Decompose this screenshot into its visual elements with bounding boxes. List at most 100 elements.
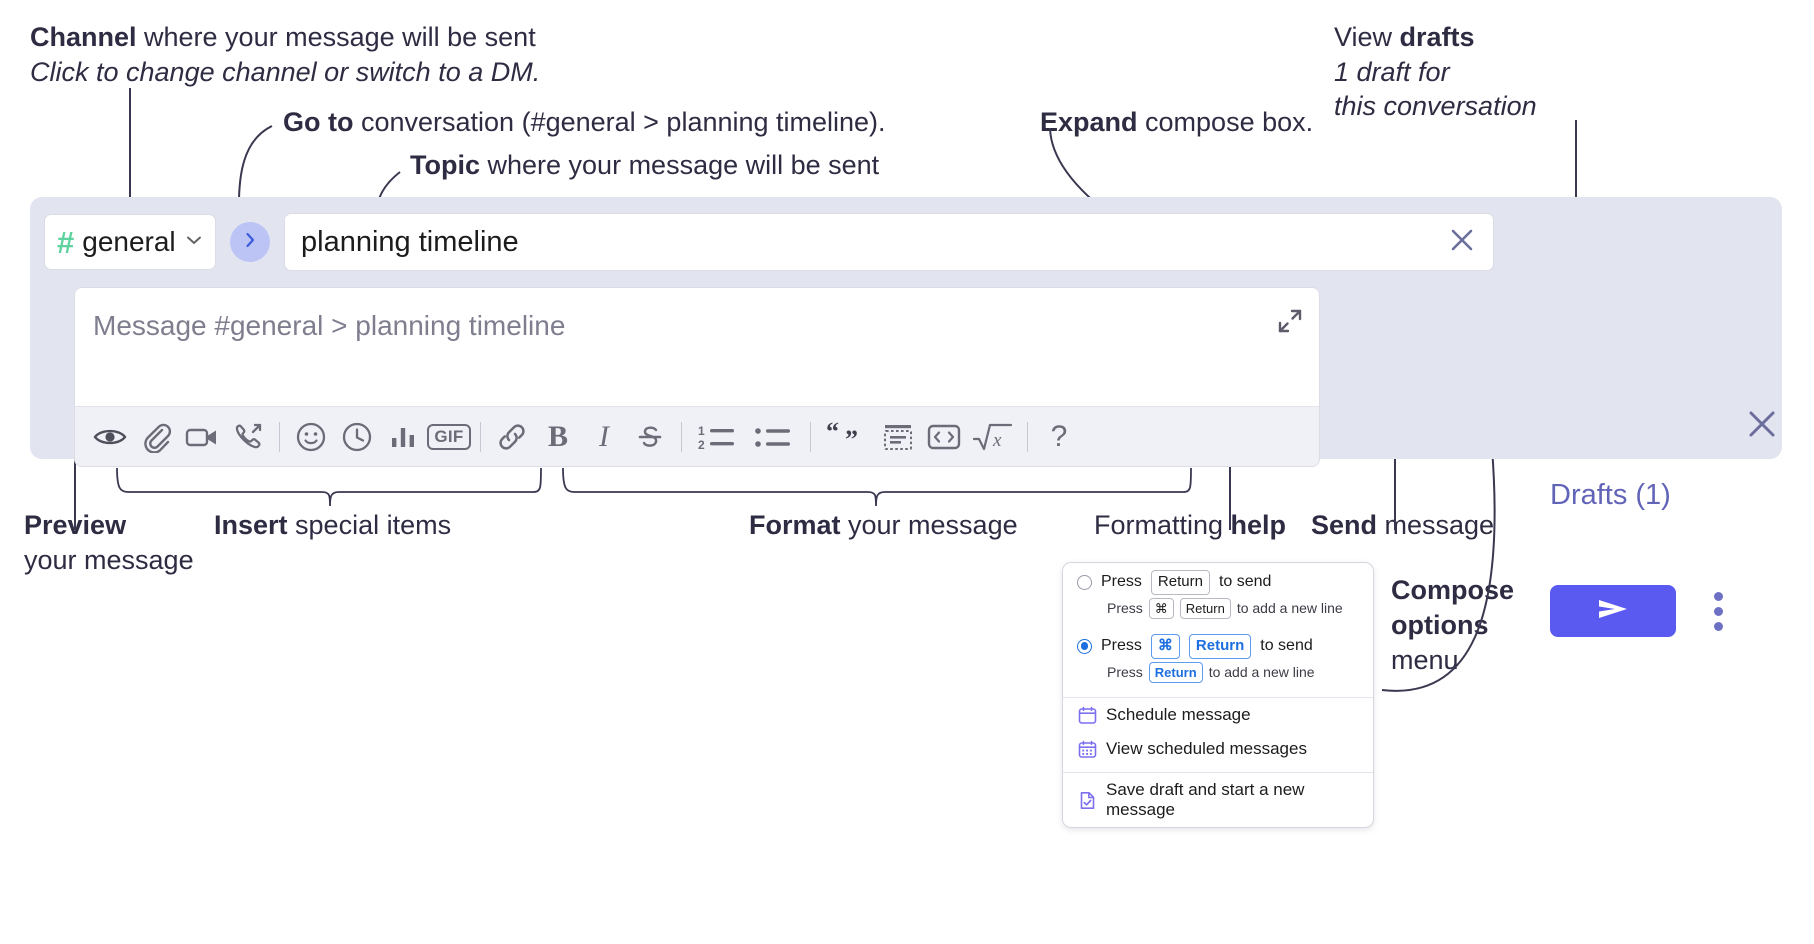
- key-return: Return: [1188, 634, 1252, 659]
- radio-selected-icon[interactable]: [1077, 638, 1092, 654]
- menu-item-label: Schedule message: [1106, 705, 1251, 724]
- annotation-expand: Expand compose box.: [1040, 105, 1313, 140]
- compose-header-row: # general planning timeline: [44, 213, 1494, 271]
- clock-icon[interactable]: [334, 414, 380, 460]
- annotation-channel-bold: Channel: [30, 22, 137, 52]
- send-option-cmd-return[interactable]: Press ⌘ Return to send: [1063, 627, 1373, 661]
- preview-eye-icon[interactable]: [87, 414, 133, 460]
- math-icon[interactable]: x: [967, 414, 1019, 460]
- blockquote-icon[interactable]: “ ”: [819, 414, 875, 460]
- chevron-right-icon: [240, 230, 260, 255]
- send-option-cmd-return-sub: Press Return to add a new line: [1063, 661, 1373, 692]
- calendar-grid-icon: [1077, 739, 1097, 759]
- bulleted-list-icon[interactable]: [746, 414, 802, 460]
- key-return: Return: [1148, 661, 1203, 683]
- chevron-down-icon: [184, 230, 204, 255]
- gif-icon[interactable]: GIF: [426, 414, 472, 460]
- clear-topic-icon[interactable]: [1445, 223, 1479, 262]
- italic-label: I: [599, 419, 609, 453]
- attachment-paperclip-icon[interactable]: [133, 414, 179, 460]
- hash-icon: #: [57, 224, 75, 260]
- annotation-help-pre: Formatting: [1094, 510, 1231, 540]
- emoji-icon[interactable]: [288, 414, 334, 460]
- annotation-insert-bold: Insert: [214, 510, 288, 540]
- radio-unselected-icon[interactable]: [1077, 574, 1092, 590]
- annotation-drafts-italic1: 1 draft for: [1334, 56, 1450, 87]
- compose-widget: # general planning timeline Message #gen…: [30, 197, 1782, 637]
- key-return: Return: [1150, 570, 1210, 595]
- close-compose-icon[interactable]: [1742, 404, 1782, 449]
- annotation-drafts-italic2: this conversation: [1334, 91, 1537, 122]
- annotation-send: Send message: [1311, 508, 1494, 543]
- annotation-format: Format your message: [749, 508, 1018, 543]
- option2-pre: Press: [1101, 637, 1142, 655]
- gif-label: GIF: [427, 423, 471, 450]
- link-icon[interactable]: [489, 414, 535, 460]
- annotation-formatting-help: Formatting help: [1094, 508, 1286, 543]
- annotation-expand-rest: compose box.: [1137, 107, 1314, 137]
- calendar-schedule-icon: [1077, 705, 1097, 725]
- annotation-goto: Go to conversation (#general > planning …: [283, 105, 886, 140]
- send-option-return-sub: Press ⌘ Return to add a new line: [1063, 597, 1373, 628]
- channel-selector-button[interactable]: # general: [44, 214, 216, 270]
- bold-label: B: [547, 419, 568, 453]
- option1sub-pre: Press: [1107, 600, 1143, 617]
- annotation-channel-rest: where your message will be sent: [136, 22, 536, 52]
- annotation-expand-bold: Expand: [1040, 107, 1138, 137]
- annotation-format-rest: your message: [840, 510, 1018, 540]
- menu-item-schedule-message[interactable]: Schedule message: [1063, 698, 1373, 732]
- send-button[interactable]: [1550, 585, 1676, 637]
- toolbar-divider: [681, 421, 682, 452]
- compose-options-kebab-icon[interactable]: [1704, 587, 1732, 635]
- annotation-drafts: View drafts 1 draft for this conversatio…: [1334, 20, 1537, 124]
- annotation-insert: Insert special items: [214, 508, 451, 543]
- ordered-list-icon[interactable]: 1 2: [690, 414, 746, 460]
- annotation-topic: Topic where your message will be sent: [410, 148, 879, 183]
- kebab-dot: [1713, 621, 1723, 631]
- bold-icon[interactable]: B: [535, 414, 581, 460]
- code-block-icon[interactable]: [875, 414, 921, 460]
- annotation-channel-italic: Click to change channel or switch to a D…: [30, 56, 541, 87]
- key-return: Return: [1179, 597, 1231, 619]
- inline-code-icon[interactable]: [921, 414, 967, 460]
- video-camera-icon[interactable]: [179, 414, 225, 460]
- italic-icon[interactable]: I: [581, 414, 627, 460]
- annotation-insert-rest: special items: [287, 510, 452, 540]
- option2sub-pre: Press: [1107, 664, 1143, 681]
- audio-call-icon[interactable]: [225, 414, 271, 460]
- annotation-topic-rest: where your message will be sent: [480, 150, 880, 180]
- menu-item-label: View scheduled messages: [1106, 739, 1307, 758]
- annotation-drafts-bold: drafts: [1399, 22, 1475, 52]
- help-question-icon[interactable]: ?: [1036, 414, 1082, 460]
- drafts-link[interactable]: Drafts (1): [1550, 479, 1671, 511]
- compose-options-menu: Press Return to send Press ⌘ Return to a…: [1062, 562, 1374, 828]
- annotation-goto-rest: conversation (#general > planning timeli…: [353, 107, 886, 137]
- annotation-goto-bold: Go to: [283, 107, 354, 137]
- topic-value: planning timeline: [301, 225, 519, 258]
- svg-text:2: 2: [698, 438, 705, 452]
- channel-name-label: general: [82, 226, 176, 257]
- topic-input[interactable]: planning timeline: [284, 213, 1494, 271]
- toolbar-divider: [810, 421, 811, 452]
- formatting-toolbar: GIF B I 1 2: [75, 406, 1319, 466]
- option1-post: to send: [1218, 573, 1272, 591]
- goto-conversation-button[interactable]: [230, 222, 270, 262]
- menu-item-save-draft[interactable]: Save draft and start a new message: [1063, 773, 1373, 827]
- option1sub-post: to add a new line: [1236, 600, 1343, 617]
- expand-arrows-icon[interactable]: [1275, 306, 1305, 341]
- annotation-topic-bold: Topic: [410, 150, 480, 180]
- poll-bar-chart-icon[interactable]: [380, 414, 426, 460]
- strikethrough-icon[interactable]: [627, 414, 673, 460]
- message-input-area[interactable]: Message #general > planning timeline: [74, 287, 1320, 467]
- annotation-send-rest: message: [1377, 510, 1495, 540]
- key-command: ⌘: [1148, 597, 1174, 619]
- save-draft-file-icon: [1077, 790, 1097, 810]
- annotation-compose-rest: menu: [1391, 645, 1459, 676]
- annotation-compose-options: Compose options menu: [1391, 573, 1571, 678]
- send-option-return[interactable]: Press Return to send: [1063, 563, 1373, 597]
- message-placeholder: Message #general > planning timeline: [93, 310, 566, 341]
- send-paper-plane-icon: [1591, 592, 1635, 631]
- menu-item-view-scheduled[interactable]: View scheduled messages: [1063, 732, 1373, 766]
